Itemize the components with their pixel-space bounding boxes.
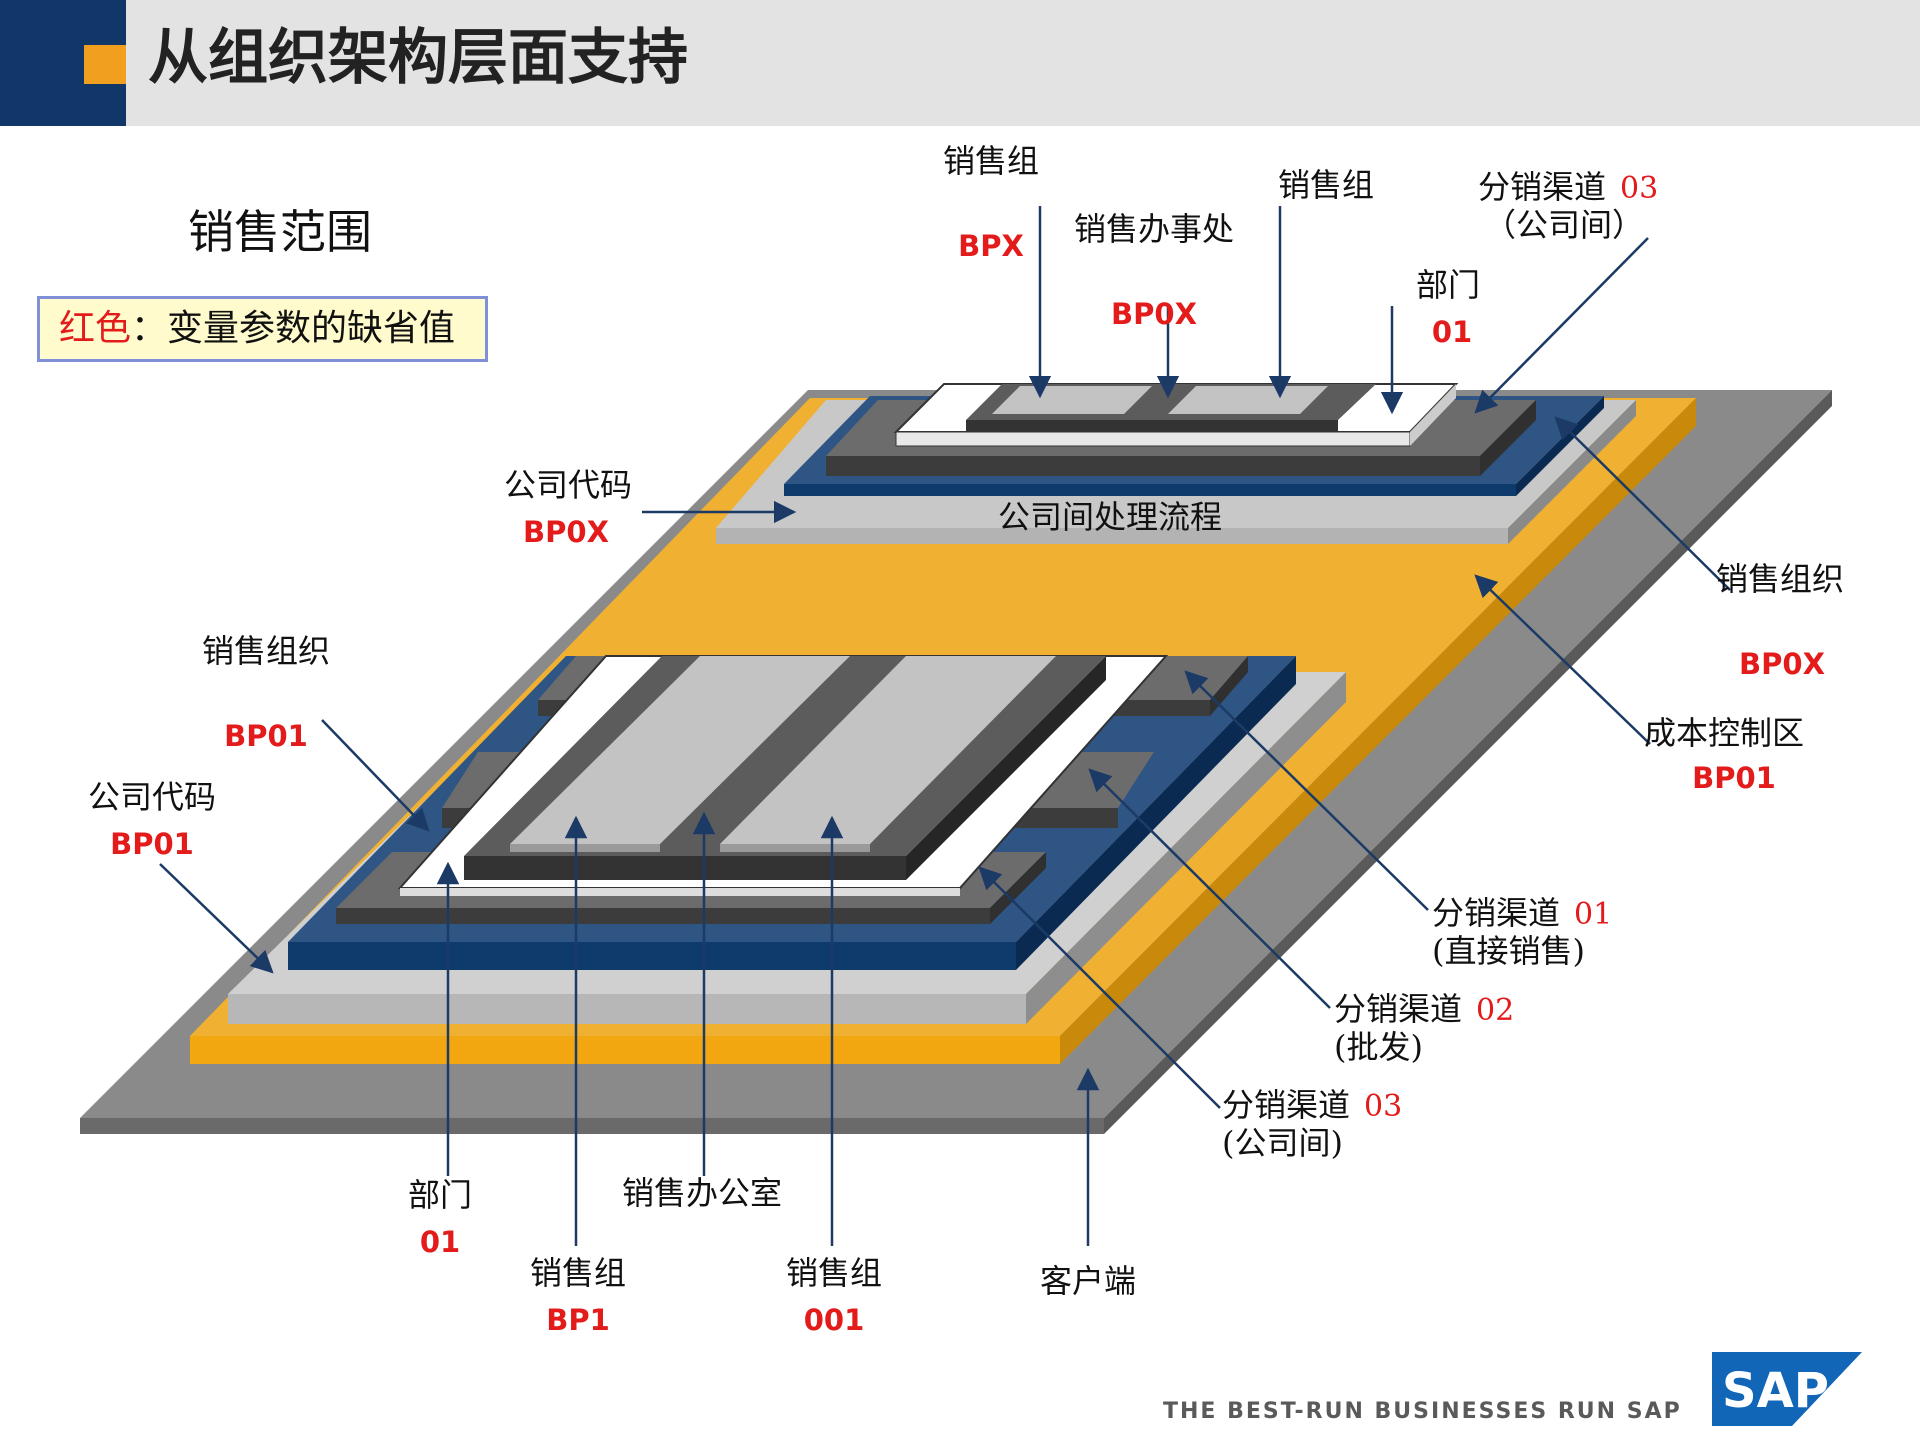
page-title: 从组织架构层面支持: [148, 23, 688, 93]
intercompany-process-label: 公司间处理流程: [998, 498, 1222, 536]
upper-sales-office-label: 销售办事处: [1074, 210, 1234, 248]
upper-channel-code: 03: [1620, 171, 1658, 206]
upper-company-code-value: BP0X: [523, 515, 609, 549]
lower-sales-org-value: BP01: [224, 719, 308, 753]
footer-slogan: THE BEST-RUN BUSINESSES RUN SAP: [1163, 1399, 1682, 1424]
connector-arrows: [159, 206, 1731, 1246]
upper-sales-org-label: 销售组织: [1716, 560, 1844, 598]
channel-03-name: 分销渠道: [1222, 1086, 1350, 1124]
channel-02-code: 02: [1476, 993, 1514, 1028]
upper-division-value: 01: [1432, 315, 1472, 349]
lower-sales-org-label: 销售组织: [202, 632, 330, 670]
header-bar: [0, 0, 1920, 126]
channel-01-name: 分销渠道: [1432, 894, 1560, 932]
sales-group-001-label: 销售组: [786, 1254, 882, 1292]
upper-channel-note: （公司间）: [1484, 206, 1644, 244]
header-orange-square: [84, 45, 126, 84]
controlling-area-value: BP01: [1692, 761, 1776, 795]
customer-label: 客户端: [1040, 1262, 1136, 1300]
sap-logo-text: SAP: [1722, 1363, 1829, 1419]
channel-03-code: 03: [1364, 1089, 1402, 1124]
upper-channel-name: 分销渠道: [1478, 168, 1606, 206]
sales-group-001-value: 001: [804, 1303, 865, 1337]
sap-logo: SAP: [1712, 1352, 1862, 1426]
lower-sales-office-label: 销售办公室: [622, 1174, 782, 1212]
upper-division-label: 部门: [1416, 266, 1480, 304]
upper-sales-group-1-value: BPX: [958, 229, 1024, 263]
channel-02-label: 分销渠道 02: [1334, 990, 1514, 1028]
legend-box: 红色：变量参数的缺省值: [37, 296, 488, 362]
channel-02-note: (批发): [1334, 1028, 1423, 1066]
channel-01-label: 分销渠道 01: [1432, 894, 1612, 932]
sales-group-bp1-label: 销售组: [530, 1254, 626, 1292]
upper-channel-label: 分销渠道 03: [1478, 168, 1658, 206]
lower-company-code-label: 公司代码: [88, 778, 216, 816]
lower-division-label: 部门: [408, 1176, 472, 1214]
legend-text: 变量参数的缺省值: [167, 308, 456, 349]
legend-separator: ：: [131, 308, 168, 349]
sales-area-title: 销售范围: [188, 205, 372, 259]
sales-group-bp1-value: BP1: [546, 1303, 610, 1337]
upper-sales-org-value: BP0X: [1739, 647, 1825, 681]
channel-03-label: 分销渠道 03: [1222, 1086, 1402, 1124]
legend-red-text: 红色: [59, 308, 132, 349]
upper-sales-office-value: BP0X: [1111, 297, 1197, 331]
upper-company-code-label: 公司代码: [504, 466, 632, 504]
channel-01-code: 01: [1574, 897, 1612, 932]
channel-01-note: (直接销售): [1432, 932, 1585, 970]
controlling-area-label: 成本控制区: [1644, 714, 1804, 752]
channel-03-note: (公司间): [1222, 1124, 1343, 1162]
upper-sales-group-1-label: 销售组: [943, 142, 1039, 180]
upper-sales-group-2-label: 销售组: [1278, 166, 1374, 204]
lower-company-code-value: BP01: [110, 827, 194, 861]
channel-02-name: 分销渠道: [1334, 990, 1462, 1028]
lower-division-value: 01: [420, 1225, 460, 1259]
